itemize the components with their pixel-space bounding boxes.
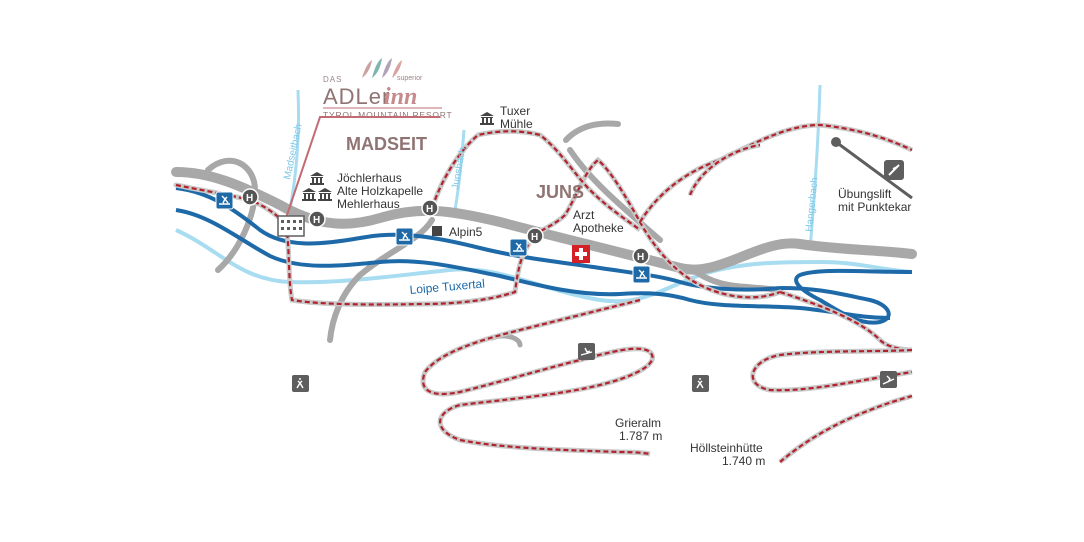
label-uebungslift-1: Übungslift xyxy=(838,187,892,201)
cross-country-ski-icon xyxy=(632,265,651,284)
svg-text:H: H xyxy=(637,252,644,263)
logo: DAS superior ADLer inn TYROL MOUNTAIN RE… xyxy=(285,58,453,219)
label-alpin5: Alpin5 xyxy=(449,225,483,239)
label-hoellstein-alt: 1.740 m xyxy=(722,454,765,468)
label-tuxer-muehle-1: Tuxer xyxy=(500,104,530,118)
label-hangerbach: Hangerbach xyxy=(804,177,821,232)
loipe-track-south xyxy=(175,208,891,320)
label-grieralm-name: Grieralm xyxy=(615,416,661,430)
museum-icon xyxy=(480,112,494,125)
pharmacy-cross-icon xyxy=(572,245,590,263)
label-grieralm-alt: 1.787 m xyxy=(619,429,662,443)
cross-country-ski-icon xyxy=(509,238,528,257)
museum-icon xyxy=(302,188,316,201)
svg-text:H: H xyxy=(426,204,433,215)
label-arzt: Arzt xyxy=(573,208,595,222)
cross-country-ski-icon xyxy=(395,227,414,246)
svg-text:H: H xyxy=(531,232,538,243)
label-uebungslift-2: mit Punktekar xyxy=(838,200,911,214)
hiking-trails xyxy=(173,122,914,464)
logo-name-main: ADLer xyxy=(323,84,390,109)
bus-stop-icon: H xyxy=(308,210,326,228)
cross-country-ski-icon xyxy=(215,191,234,210)
museum-icon xyxy=(310,172,324,185)
svg-text:H: H xyxy=(313,215,320,226)
logo-pointer-line xyxy=(285,116,440,219)
snowshoe-icon xyxy=(292,375,309,392)
logo-subtitle: TYROL MOUNTAIN RESORT xyxy=(323,110,453,120)
bus-stop-icon: H xyxy=(241,188,259,206)
logo-feathers-icon xyxy=(362,58,402,78)
label-loipe: Loipe Tuxertal xyxy=(409,276,485,297)
label-hoellstein-name: Höllsteinhütte xyxy=(690,441,763,455)
region-madseit: MADSEIT xyxy=(346,134,427,154)
label-apotheke: Apotheke xyxy=(573,221,624,235)
label-joechlerhaus: Jöchlerhaus xyxy=(337,171,402,185)
bus-stop-icon: H xyxy=(632,247,650,265)
road-branch-north xyxy=(563,120,663,243)
snowshoe-icon xyxy=(692,375,709,392)
label-mehlerhaus: Mehlerhaus xyxy=(337,197,400,211)
region-juns: JUNS xyxy=(536,182,584,202)
logo-name-inn: inn xyxy=(384,84,417,110)
logo-das: DAS xyxy=(323,75,342,84)
label-tuxer-muehle-2: Mühle xyxy=(500,117,533,131)
logo-superior: superior xyxy=(397,75,423,82)
sled-icon xyxy=(578,343,595,360)
stream-hangerbach xyxy=(808,84,822,251)
ski-lift-icon xyxy=(831,137,913,200)
road-main xyxy=(171,167,917,275)
alpin5-marker-icon xyxy=(432,226,442,236)
loipe-track-north xyxy=(175,186,781,292)
downhill-ski-icon xyxy=(880,371,897,388)
svg-text:H: H xyxy=(246,193,253,204)
museum-icon xyxy=(318,188,332,201)
label-junsbach: Junsbach xyxy=(450,146,468,190)
bus-stop-icon: H xyxy=(526,227,544,245)
hotel-icon xyxy=(277,215,305,237)
bus-stop-icon: H xyxy=(421,199,439,217)
label-alte-holzkapelle: Alte Holzkapelle xyxy=(337,184,423,198)
